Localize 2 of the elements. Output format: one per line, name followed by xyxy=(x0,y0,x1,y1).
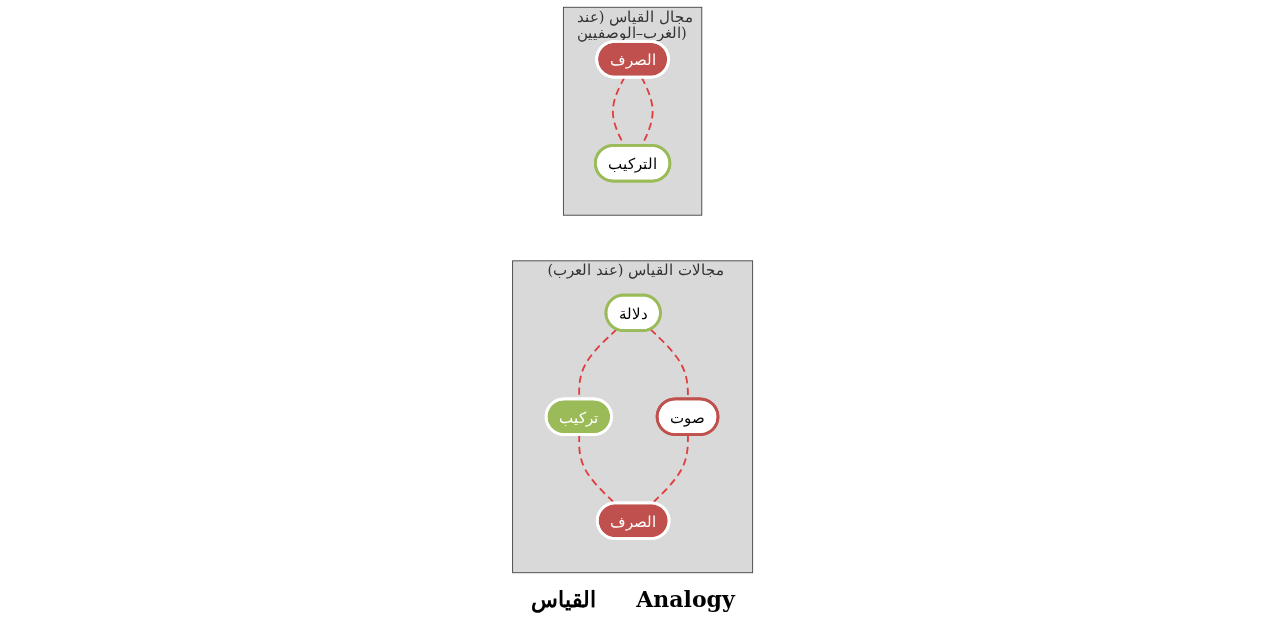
diagram-label: القياس xyxy=(531,586,597,612)
diagram-label: Analogy xyxy=(636,586,735,612)
